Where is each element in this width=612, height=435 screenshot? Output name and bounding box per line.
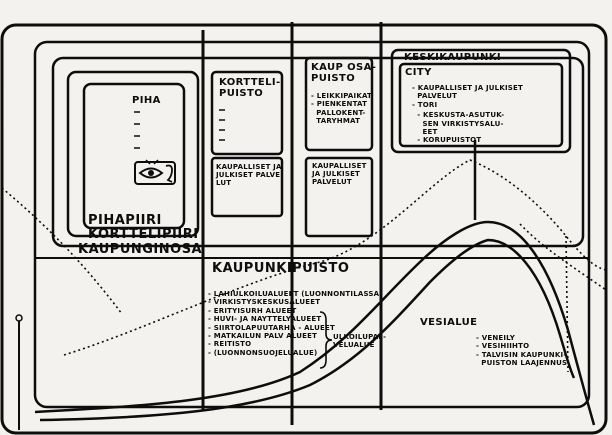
kaupunginosa-label: KAUPUNGINOSA <box>78 242 203 257</box>
city-label: CITY <box>405 67 432 78</box>
list-item: - KAUPALLISET JA JULKISET <box>412 84 523 92</box>
city-list: - KAUPALLISET JA JULKISET PALVELUT - TOR… <box>412 84 523 145</box>
kortteli-puisto-label: KORTTELI- PUISTO <box>219 77 281 99</box>
ulkoilu-brace <box>319 311 333 369</box>
list-item: PUISTON LAAJENNUS <box>476 359 568 368</box>
eye-icon <box>134 159 176 185</box>
city-box <box>398 62 564 148</box>
palvelut-box-1 <box>210 156 284 218</box>
left-marker-dot <box>15 314 23 322</box>
pihapiiri-frame <box>66 70 200 238</box>
list-item: PALLOKENT- <box>311 108 366 117</box>
list-item: - LAHIULKOILUALUEET (LUONNONTILASSA) <box>208 290 383 298</box>
kaupunkipuisto-list: - LAHIULKOILUALUEET (LUONNONTILASSA) - V… <box>208 290 383 357</box>
face-icon <box>165 164 173 183</box>
hill-curve-inner <box>39 238 576 422</box>
list-item: - REITISTO <box>208 340 252 349</box>
pihapiiri-label: PIHAPIIRI <box>88 213 162 228</box>
list-item: SEN VIRKISTYSALU- <box>412 119 504 128</box>
vesialue-list: - VENEILY - VESIHIIHTO - TALVISIN KAUPUN… <box>476 334 567 368</box>
list-item: - TALVISIN KAUPUNKI- <box>476 350 567 359</box>
list-item: - (LUONNONSUOJELUALUE) <box>208 348 318 357</box>
list-item: - KORUPUISTOT <box>412 136 482 145</box>
list-item: - LEIKKIPAIKAT <box>311 92 373 100</box>
hill-curve-outer <box>34 220 596 426</box>
list-item: - HUVI- JA NAYTTELYALUEET <box>208 315 322 324</box>
keskikaupunki-box <box>390 48 572 154</box>
kaup-osa-puisto-list: - LEIKKIPAIKAT - PIENKENTAT PALLOKENT- T… <box>311 92 372 126</box>
list-item: - KESKUSTA-ASUTUK- <box>412 111 505 120</box>
dotted-path-right <box>519 223 607 291</box>
kaup-osa-puisto-box <box>304 56 374 152</box>
list-item: - VIRKISTYSKESKUSALUEET <box>208 298 321 307</box>
kaup-osa-puisto-label: KAUP OSA- PUISTO <box>311 62 377 84</box>
list-item: TARYHMAT <box>311 117 361 126</box>
list-item: EET <box>412 127 438 136</box>
list-item: - VENEILY <box>476 334 516 342</box>
list-item: - PIENKENTAT <box>311 100 368 109</box>
dotted-path-left <box>1 187 123 315</box>
list-item: - VESIHIIHTO <box>476 342 530 351</box>
palvelut-label-2: KAUPALLISET JA JULKISET PALVELUT <box>312 162 367 187</box>
keskikaupunki-label: KESKIKAUPUNKI <box>404 52 502 63</box>
kortteli-puisto-box <box>210 70 284 156</box>
piha-box <box>82 82 186 230</box>
list-item: PALVELUT <box>412 92 458 101</box>
kaupunginosa-box <box>33 40 591 409</box>
list-item: - TORI <box>412 100 438 109</box>
list-item: - MATKAILUN PALV ALUEET <box>208 331 318 340</box>
korttelipiiri-label: KORTTELIPIIRI <box>88 227 199 242</box>
outer-frame <box>0 23 608 435</box>
vesialue-label: VESIALUE <box>420 317 478 328</box>
ulkoilu-label: ULKOILUPAL- VELUALUE <box>333 333 387 350</box>
list-item: - SIIRTOLAPUUTARHA - ALUEET <box>208 323 335 332</box>
palvelut-label-1: KAUPALLISET JA JULKISET PALVE LUT <box>216 163 282 188</box>
kaupunkipuisto-label: KAUPUNKIPUISTO <box>212 261 350 276</box>
piha-label: PIHA <box>132 95 161 106</box>
palvelut-box-2 <box>304 156 374 238</box>
list-item: - ERITYISURH ALUEET <box>208 306 297 315</box>
